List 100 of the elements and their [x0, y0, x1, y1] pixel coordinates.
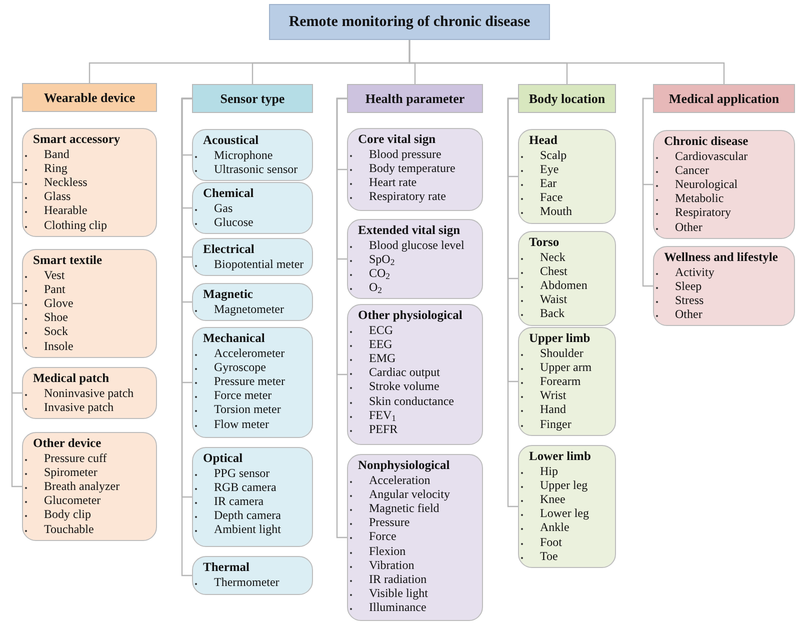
box-heading: Smart accessory: [33, 132, 122, 146]
list-item: RGB camera: [214, 480, 276, 494]
box-heading: Upper limb: [529, 331, 592, 346]
rounded-box: [192, 556, 313, 595]
list-item: Other: [675, 220, 702, 234]
title-box: [269, 4, 550, 40]
list-item: Body clip: [44, 507, 91, 522]
box-heading: Other physiological: [358, 308, 464, 322]
list-item: Ring: [44, 160, 68, 175]
list-item: Force: [369, 529, 396, 544]
list-item: Magnetometer: [214, 302, 284, 316]
list-item: Glove: [44, 296, 74, 310]
box-heading: Lower limb: [529, 449, 592, 464]
list-item: Foot: [540, 534, 562, 549]
connector-line: [11, 96, 22, 488]
list-item: Hip: [540, 464, 558, 478]
box-heading: Electrical: [203, 242, 256, 256]
category-box: [653, 84, 795, 113]
list-item: Upper leg: [540, 478, 588, 492]
list-item: Upper arm: [540, 360, 592, 374]
rounded-box: [192, 238, 313, 276]
rounded-box: [22, 249, 157, 358]
rounded-box: [192, 327, 313, 438]
list-item: Visible light: [369, 586, 428, 600]
connector-line: [642, 98, 653, 287]
rounded-box: [347, 304, 483, 445]
list-item: Glucometer: [44, 493, 101, 508]
list-item: Metabolic: [675, 191, 724, 206]
list-item: Cardiovascular: [675, 148, 748, 163]
rounded-box: [518, 129, 616, 224]
list-item: Flow meter: [214, 416, 269, 431]
list-item: Scalp: [540, 148, 567, 162]
rounded-box: [192, 447, 313, 547]
list-item: Gas: [214, 200, 233, 215]
list-item: Activity: [675, 264, 714, 279]
list-item: Ear: [540, 176, 557, 190]
list-item: Blood glucose level: [369, 238, 464, 252]
list-item: Breath analyzer: [44, 478, 120, 494]
list-item: Touchable: [44, 522, 94, 536]
list-item: Glass: [44, 189, 71, 204]
rounded-box: [653, 246, 795, 326]
list-item: Angular velocity: [369, 486, 450, 501]
list-item: Clothing clip: [44, 218, 107, 232]
list-item: Insole: [44, 338, 74, 353]
list-item: Abdomen: [540, 278, 588, 292]
connector-line: [507, 98, 518, 508]
list-item: Waist: [540, 292, 568, 306]
list-item: Cardiac output: [369, 365, 440, 380]
rounded-box: [518, 445, 616, 568]
list-item: Ultrasonic sensor: [214, 162, 298, 176]
list-item: Neck: [540, 250, 566, 264]
list-item: Respiratory rate: [369, 189, 446, 204]
list-item: Sleep: [675, 278, 702, 293]
list-item: Pressure meter: [214, 374, 285, 388]
category-box: [518, 84, 616, 113]
box-heading: Extended vital sign: [358, 223, 462, 238]
category-label: Wearable device: [44, 90, 136, 106]
list-item: Magnetic field: [369, 500, 440, 516]
rounded-box: [192, 283, 313, 321]
rounded-box: [22, 367, 157, 419]
list-item: Neurological: [675, 176, 738, 192]
list-item: Respiratory: [675, 205, 731, 220]
list-item: Gyroscope: [214, 360, 266, 374]
box-heading: Head: [529, 133, 558, 148]
connector-line: [336, 98, 347, 538]
list-item: Acceleration: [369, 472, 430, 487]
box-heading: Mechanical: [203, 331, 266, 346]
list-item: Toe: [540, 548, 558, 563]
list-item: SpO$_{2}$: [369, 252, 395, 266]
box-heading: Wellness and lifestyle: [664, 250, 779, 264]
list-item: Thermometer: [214, 574, 280, 589]
box-label: Remote monitoring of chronic disease: [288, 14, 530, 30]
rounded-box: [347, 128, 483, 211]
list-item: Glucose: [214, 214, 254, 229]
category-box: [192, 84, 313, 113]
box-heading: Optical: [203, 451, 244, 466]
list-item: Lower leg: [540, 506, 589, 520]
rounded-box: [518, 327, 616, 436]
list-item: Shoe: [44, 310, 68, 324]
box-heading: Smart textile: [33, 253, 104, 268]
connector-line: [408, 40, 725, 84]
list-item: Torsion meter: [214, 402, 281, 417]
list-item: Skin conductance: [369, 394, 454, 408]
list-item: FEV$_{1}$: [369, 408, 396, 422]
box-heading: Torso: [529, 235, 560, 250]
list-item: EMG: [369, 350, 396, 366]
rounded-box: [22, 432, 157, 541]
list-item: Mouth: [540, 204, 572, 219]
list-item: EEG: [369, 336, 392, 351]
list-item: PPG sensor: [214, 466, 270, 480]
list-item: Wrist: [540, 388, 566, 402]
connector-line: [181, 98, 192, 576]
rounded-box: [518, 231, 616, 326]
rounded-box: [22, 128, 157, 237]
category-box: [347, 84, 483, 113]
box-heading: Thermal: [203, 560, 251, 574]
box-heading: Acoustical: [203, 133, 260, 148]
list-item: Pressure cuff: [44, 450, 107, 465]
list-item: Blood pressure: [369, 146, 442, 161]
category-label: Sensor type: [220, 90, 285, 106]
